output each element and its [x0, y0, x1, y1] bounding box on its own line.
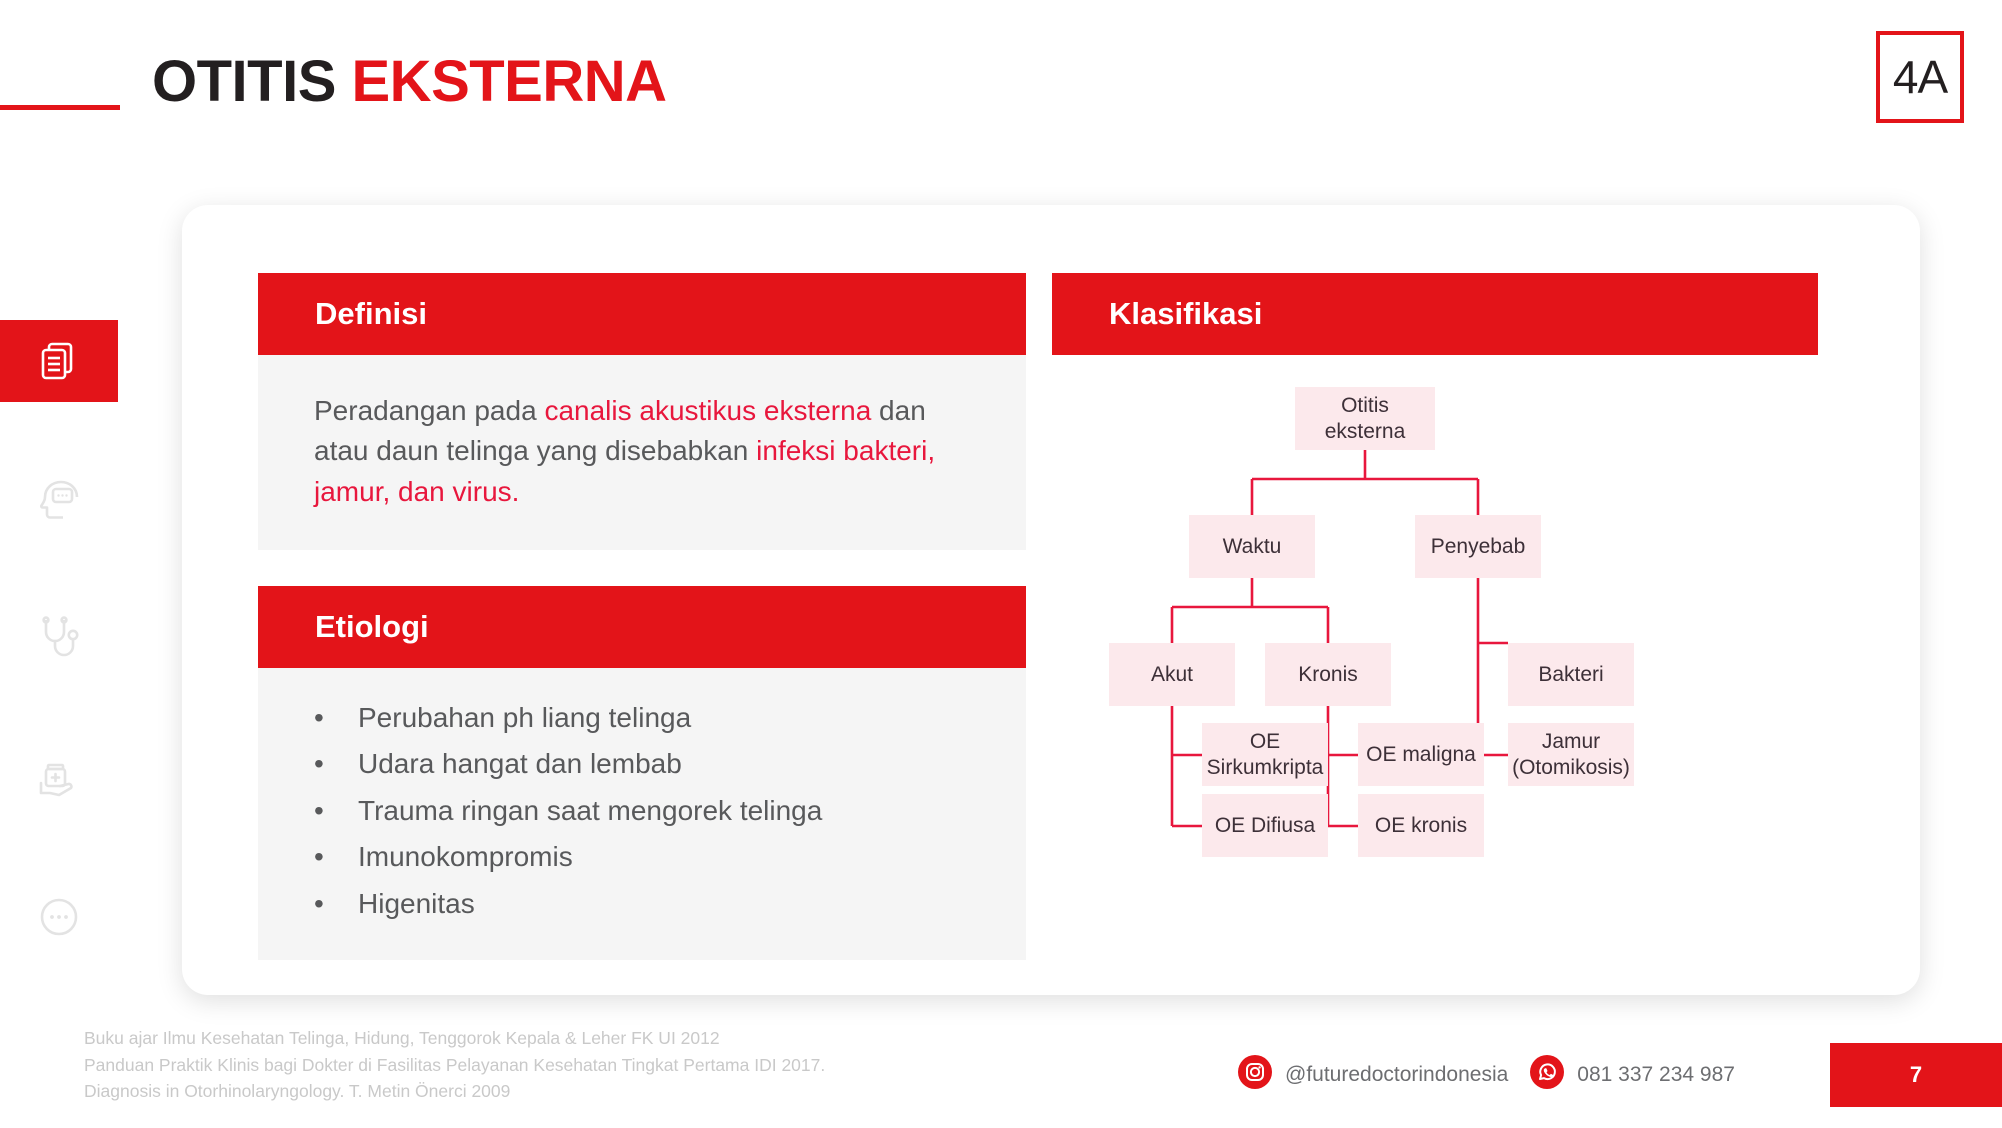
- more-dots-icon: [33, 891, 85, 943]
- column-spacer: [258, 550, 1026, 586]
- list-item: • Trauma ringan saat mengorek telinga: [314, 795, 982, 827]
- tree-node-penyebab: Penyebab: [1415, 515, 1541, 578]
- grade-badge-label: 4A: [1892, 51, 1948, 103]
- tree-node-label: OE kronis: [1374, 813, 1468, 837]
- reference-line: Buku ajar Ilmu Kesehatan Telinga, Hidung…: [84, 1028, 720, 1048]
- bullet-icon: •: [314, 748, 324, 780]
- tree-node-label: Waktu: [1222, 534, 1282, 558]
- tree-node-label: Kronis: [1298, 662, 1358, 686]
- etiologi-body: • Perubahan ph liang telinga • Udara han…: [258, 667, 1026, 961]
- etiologi-item-label: Perubahan ph liang telinga: [358, 701, 692, 733]
- references-block: Buku ajar Ilmu Kesehatan Telinga, Hidung…: [84, 1025, 825, 1105]
- definisi-header: Definisi: [258, 273, 1026, 355]
- tree-node-waktu: Waktu: [1189, 515, 1315, 578]
- page-title-main: OTITIS: [152, 49, 352, 114]
- tree-node-oe-sirkumkripta: OE Sirkumkripta: [1202, 723, 1328, 786]
- klasifikasi-tree: Otitis eksterna Waktu Penyebab Akut Kron…: [1052, 355, 1818, 915]
- klasifikasi-header: Klasifikasi: [1052, 273, 1818, 355]
- definisi-line1-plain: Peradangan pada: [314, 395, 545, 426]
- instagram-contact[interactable]: @futuredoctorindonesia: [1238, 1055, 1508, 1095]
- page-header: OTITIS EKSTERNA 4A: [0, 0, 2002, 150]
- definisi-body: Peradangan pada canalis akustikus ekster…: [258, 355, 1026, 550]
- etiologi-header-label: Etiologi: [315, 608, 429, 644]
- sidebar-item-notes[interactable]: [0, 320, 118, 402]
- sidebar-item-examination[interactable]: [0, 598, 118, 680]
- etiologi-item-label: Imunokompromis: [358, 841, 573, 873]
- sidebar-item-anamnesis[interactable]: [0, 459, 118, 541]
- right-column: Klasifikasi: [1052, 273, 1818, 915]
- header-accent-rule: [0, 105, 120, 110]
- tree-node-label: OE maligna: [1366, 742, 1476, 766]
- anamnesis-head-icon: [33, 474, 85, 526]
- etiologi-item-label: Udara hangat dan lembab: [358, 748, 682, 780]
- medicine-hand-icon: [33, 752, 85, 804]
- tree-node-kronis: Kronis: [1265, 643, 1391, 706]
- etiologi-section: Etiologi • Perubahan ph liang telinga • …: [258, 585, 1026, 961]
- instagram-icon: [1238, 1055, 1272, 1095]
- reference-line: Panduan Praktik Klinis bagi Dokter di Fa…: [84, 1054, 826, 1075]
- tree-node-label: OE Difiusa: [1214, 813, 1316, 837]
- list-item: • Perubahan ph liang telinga: [314, 702, 982, 734]
- klasifikasi-header-label: Klasifikasi: [1109, 296, 1263, 331]
- tree-node-label: Bakteri: [1538, 662, 1604, 686]
- list-item: • Higenitas: [314, 888, 982, 920]
- page-title-accent: EKSTERNA: [351, 49, 668, 114]
- notes-icon: [34, 336, 84, 386]
- bullet-icon: •: [314, 701, 324, 733]
- definisi-text: Peradangan pada canalis akustikus ekster…: [314, 391, 982, 512]
- list-item: • Udara hangat dan lembab: [314, 748, 982, 780]
- tree-node-root: Otitis eksterna: [1295, 387, 1435, 450]
- page-number-label: 7: [1909, 1062, 1923, 1087]
- tree-node-label-line1: Jamur: [1541, 729, 1601, 753]
- tree-node-oe-maligna: OE maligna: [1358, 723, 1484, 786]
- tree-node-jamur: Jamur (Otomikosis): [1508, 723, 1634, 786]
- tree-node-akut: Akut: [1109, 643, 1235, 706]
- tree-connectors: [1170, 450, 1508, 828]
- tree-node-label: Otitis eksterna: [1324, 393, 1406, 443]
- sidebar-item-treatment[interactable]: [0, 737, 118, 819]
- definisi-line2-highlight: eksterna: [763, 395, 872, 426]
- tree-node-oe-difiusa: OE Difiusa: [1202, 794, 1328, 857]
- tree-node-label-line1: OE: [1249, 729, 1281, 753]
- reference-line: Diagnosis in Otorhinolaryngology. T. Met…: [84, 1081, 511, 1102]
- whatsapp-contact[interactable]: 081 337 234 987: [1530, 1055, 1735, 1095]
- tree-node-label: Penyebab: [1430, 534, 1526, 558]
- definisi-section: Definisi Peradangan pada canalis akustik…: [258, 273, 1026, 550]
- bullet-icon: •: [314, 887, 324, 919]
- left-column: Definisi Peradangan pada canalis akustik…: [258, 273, 1026, 961]
- definisi-line1-highlight: canalis akustikus: [544, 395, 757, 426]
- sidebar-item-more[interactable]: [0, 876, 118, 958]
- tree-node-label-line2: (Otomikosis): [1512, 755, 1630, 779]
- page-number-badge: 7: [1830, 1043, 2002, 1107]
- instagram-handle: @futuredoctorindonesia: [1285, 1063, 1509, 1086]
- etiologi-item-label: Trauma ringan saat mengorek telinga: [358, 794, 823, 826]
- whatsapp-number: 081 337 234 987: [1577, 1063, 1735, 1086]
- stethoscope-icon: [33, 613, 85, 665]
- sidebar-nav: [0, 320, 118, 1015]
- definisi-line3-highlight: infeksi bakteri, jamur, dan virus.: [314, 435, 936, 507]
- definisi-header-label: Definisi: [315, 296, 427, 331]
- etiologi-item-label: Higenitas: [358, 887, 475, 919]
- tree-node-label: Akut: [1150, 662, 1194, 686]
- content-card: Definisi Peradangan pada canalis akustik…: [182, 205, 1920, 995]
- tree-node-oe-kronis: OE kronis: [1358, 794, 1484, 857]
- social-footer: @futuredoctorindonesia 081 337 234 987: [1238, 1055, 1735, 1095]
- bullet-icon: •: [314, 794, 324, 826]
- tree-node-label-line2: Sirkumkripta: [1206, 755, 1324, 779]
- whatsapp-icon: [1530, 1055, 1565, 1095]
- page-title: OTITIS EKSTERNA: [152, 48, 667, 115]
- etiologi-header: Etiologi: [258, 585, 1026, 668]
- definisi-line3-plain: disebabkan: [605, 435, 757, 467]
- list-item: • Imunokompromis: [314, 841, 982, 873]
- tree-node-bakteri: Bakteri: [1508, 643, 1634, 706]
- definisi-line2-plain: dan atau daun telinga yang: [314, 395, 926, 467]
- bullet-icon: •: [314, 841, 324, 873]
- grade-badge: 4A: [1876, 31, 1964, 123]
